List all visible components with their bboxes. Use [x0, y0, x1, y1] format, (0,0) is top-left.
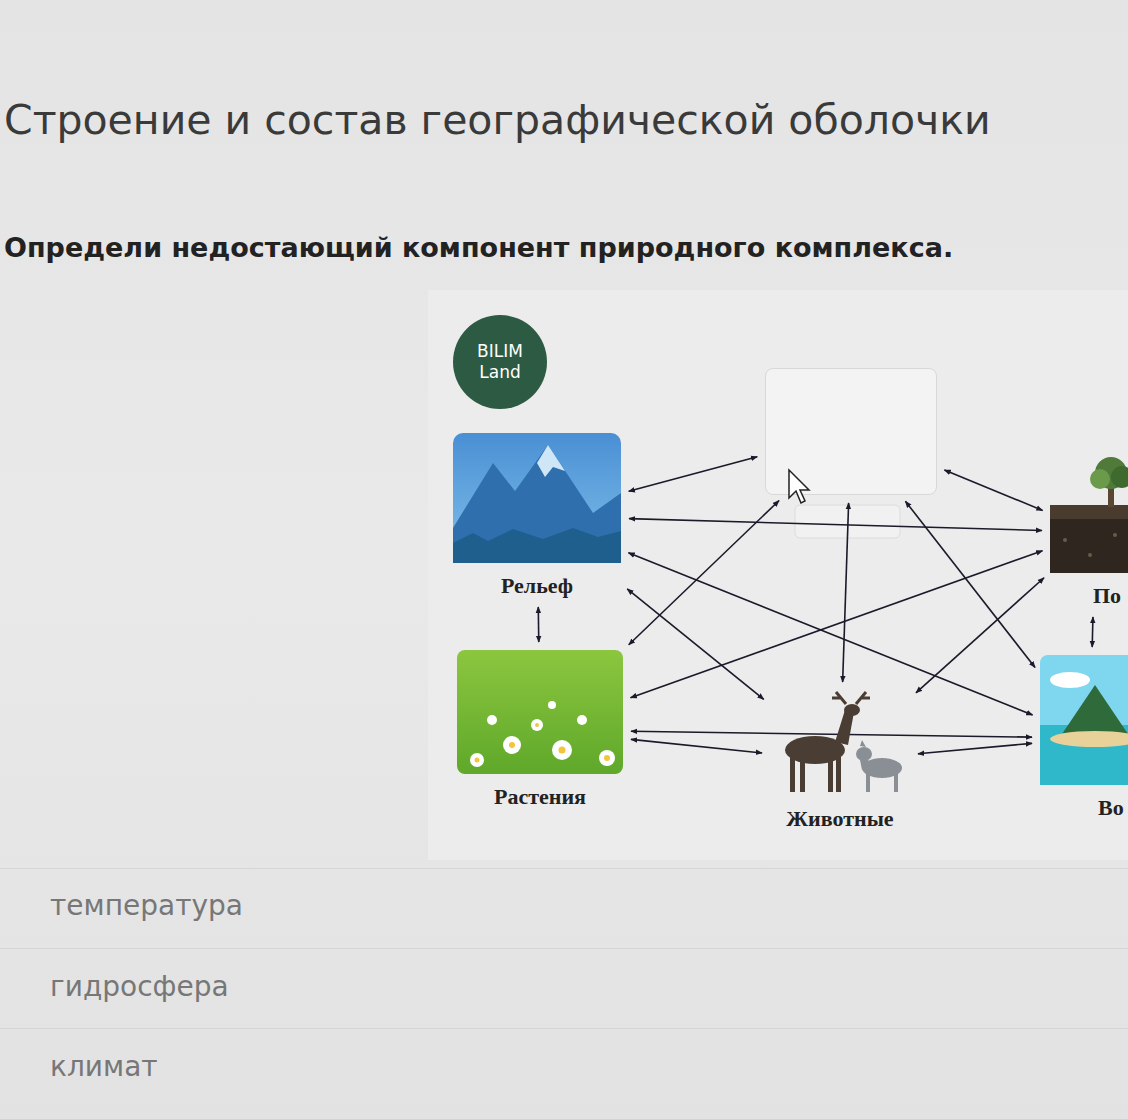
- double-arrow: [1091, 617, 1093, 647]
- logo-text: BILIM Land: [469, 341, 531, 384]
- question-text: Определи недостающий компонент природног…: [4, 232, 953, 263]
- answer-option: климат: [50, 1050, 158, 1083]
- double-arrow: [627, 589, 764, 699]
- component-picture: [770, 690, 910, 796]
- double-arrow: [631, 551, 1043, 698]
- double-arrow: [918, 743, 1032, 753]
- answer-option: температура: [50, 889, 243, 922]
- component-picture: [1050, 455, 1128, 573]
- component-node: Рельеф: [453, 433, 621, 599]
- double-arrow: [629, 457, 758, 492]
- double-arrow: [944, 470, 1042, 510]
- mouse-cursor: [786, 468, 816, 508]
- component-picture: [1040, 655, 1128, 785]
- double-arrow: [905, 501, 1035, 667]
- option-separator: [0, 868, 1128, 869]
- page-title: Строение и состав географической оболочк…: [4, 96, 991, 144]
- double-arrow: [631, 739, 762, 753]
- component-caption: Растения: [494, 784, 586, 810]
- component-node: По: [1050, 455, 1128, 609]
- option-separator: [0, 948, 1128, 949]
- component-picture: [457, 650, 623, 774]
- component-node: Растения: [457, 650, 623, 810]
- double-arrow: [537, 607, 539, 642]
- double-arrow: [628, 553, 1032, 715]
- component-caption: Рельеф: [501, 573, 573, 599]
- double-arrow: [916, 578, 1044, 693]
- component-node: Животные: [770, 690, 910, 832]
- component-caption: По: [1093, 583, 1121, 609]
- component-caption: Животные: [786, 806, 893, 832]
- double-arrow: [629, 519, 1042, 531]
- double-arrow: [631, 731, 1032, 737]
- answer-option: гидросфера: [50, 970, 229, 1003]
- logo-circle: BILIM Land: [453, 315, 547, 409]
- component-picture: [453, 433, 621, 563]
- option-separator: [0, 1028, 1128, 1029]
- component-node: Во: [1040, 655, 1128, 821]
- double-arrow: [843, 503, 849, 682]
- component-caption: Во: [1098, 795, 1124, 821]
